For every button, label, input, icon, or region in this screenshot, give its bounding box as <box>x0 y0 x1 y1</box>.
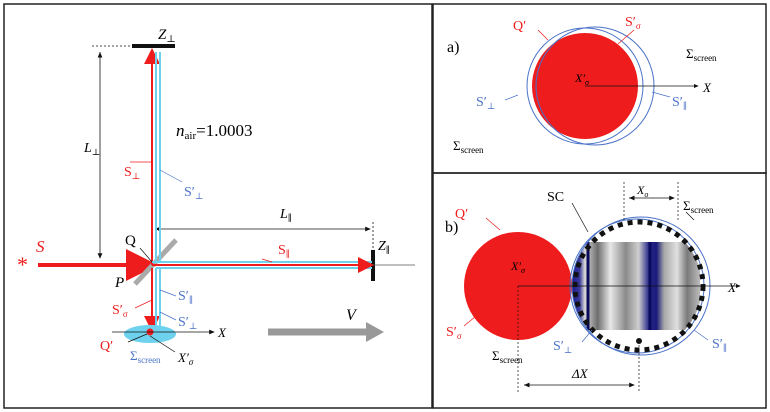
panel-b-q-prime: Q′ <box>455 207 468 222</box>
q-prime-pointer <box>127 333 148 343</box>
label-l-par: L∥ <box>279 207 292 223</box>
panel-b-delta-x: ΔX <box>571 366 589 381</box>
source-star: * <box>17 252 28 277</box>
s-par-pointer <box>261 258 273 263</box>
s-prime-par-pointer <box>159 289 177 297</box>
x-prime-sigma-pointer <box>149 335 176 353</box>
velocity-arrow-head <box>366 322 384 342</box>
panel-b-sc-pointer <box>571 202 589 233</box>
panel-b-sigma-top-pointer <box>685 211 695 221</box>
label-q-prime: Q′ <box>100 339 113 354</box>
s-prime-perp-pointer <box>159 169 183 183</box>
panel-b-s-prime-sigma: S′σ <box>446 325 462 341</box>
panel-a-s-prime-sigma: S′σ <box>625 15 641 31</box>
label-velocity: V <box>346 307 358 324</box>
panel-a-sigma-screen-bottom: Σscreen <box>453 138 484 155</box>
panel-a-x-prime-sigma: X′σ <box>574 71 590 87</box>
panel-b-sc: SC <box>547 190 564 205</box>
q-pointer <box>139 247 153 263</box>
panel-a-s-prime-perp-pointer <box>504 94 519 101</box>
label-sigma-screen: Σscreen <box>130 348 161 365</box>
panel-a-q-prime: Q′ <box>513 19 526 34</box>
label-z-par: Z∥ <box>378 239 390 255</box>
s-prime-perp-lower-pointer <box>159 311 177 321</box>
panel-a-s-prime-perp: S′⊥ <box>476 95 495 111</box>
panel-b-frame <box>432 172 767 409</box>
s-prime-sigma-pointer <box>134 299 153 309</box>
panel-a-x-axis-label: X <box>702 80 712 95</box>
panel-b-s-prime-par-pointer <box>693 329 709 341</box>
panel-b-sigma-screen-bottom: Σscreen <box>492 348 523 365</box>
label-s-prime-sigma: S′σ <box>112 303 128 319</box>
panel-a-s-prime-par-pointer <box>651 91 671 98</box>
panel-a-q-prime-pointer <box>537 29 549 41</box>
label-q: Q <box>125 233 136 249</box>
panel-b-s-prime-perp-pointer <box>581 329 593 343</box>
panel-b-x-axis-label: X <box>727 280 737 295</box>
panel-b-label: b) <box>445 219 458 236</box>
panel-b-x-o: Xo <box>636 183 648 199</box>
label-s-prime-perp: S′⊥ <box>184 185 203 201</box>
label-main-x: X <box>217 325 227 340</box>
label-s-prime-par: S′∥ <box>178 289 193 305</box>
main-panel-frame <box>3 3 433 409</box>
panel-b-sigma-screen-top: Σscreen <box>683 198 714 215</box>
panel-b-s-prime-perp: S′⊥ <box>553 339 572 355</box>
label-l-perp: L⊥ <box>83 141 100 157</box>
panel-b-s-prime-par: S′∥ <box>712 337 727 353</box>
panel-b-s-prime-sigma-pointer <box>463 315 477 327</box>
panel-b-q-prime-pointer <box>485 217 501 231</box>
label-s-perp: S⊥ <box>124 165 140 181</box>
label-source-s: S <box>36 237 45 256</box>
panel-a-s-prime-par: S′∥ <box>672 95 687 111</box>
panel-b-x-prime-sigma: X′σ <box>510 259 526 275</box>
label-x-prime-sigma: X′σ <box>177 350 194 367</box>
panel-a-label: a) <box>447 39 459 56</box>
label-s-prime-perp-lower: S′⊥ <box>178 315 197 331</box>
label-s-par: S∥ <box>278 243 290 259</box>
label-z-perp: Z⊥ <box>158 27 176 45</box>
label-p: P <box>114 275 124 291</box>
panel-a-s-prime-sigma-pointer <box>617 29 635 45</box>
label-n-air: nair=1.0003 <box>176 121 252 142</box>
panel-a-sigma-screen-top: Σscreen <box>686 46 717 63</box>
